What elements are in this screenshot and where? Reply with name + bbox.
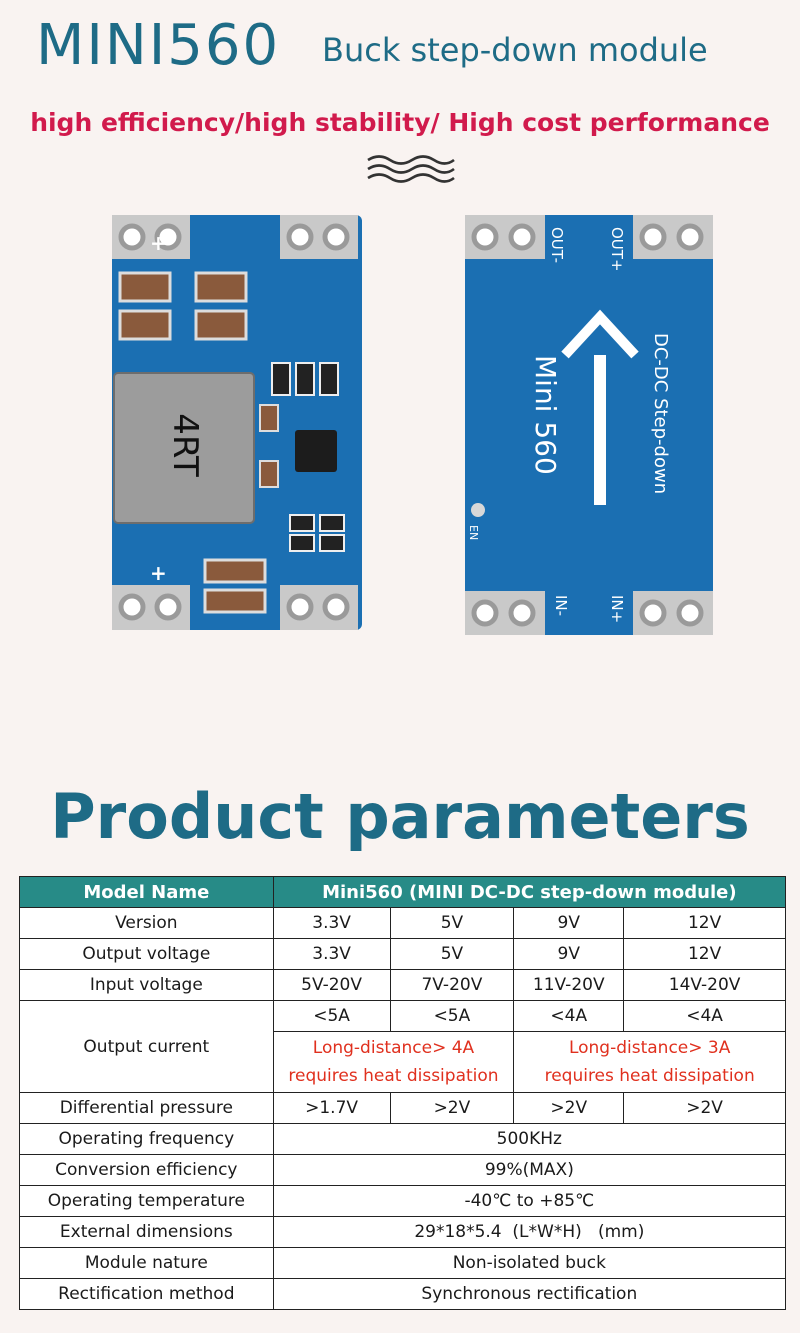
cell: 29*18*5.4 (L*W*H) (mm): [272, 1216, 787, 1248]
in-plus-label: IN+: [608, 595, 626, 623]
cell: 3.3V: [272, 938, 391, 970]
cell: 5V: [389, 907, 515, 939]
note-line: Long-distance> 3A: [568, 1038, 731, 1058]
table-row: Conversion efficiency 99%(MAX): [19, 1154, 787, 1186]
row-label: Differential pressure: [19, 1092, 274, 1124]
row-label: Output current: [19, 1000, 274, 1093]
parameters-title: Product parameters: [50, 780, 750, 853]
row-label: Operating frequency: [19, 1123, 274, 1155]
cell: -40℃ to +85℃: [272, 1185, 787, 1217]
cell: 500KHz: [272, 1123, 787, 1155]
note-line: requires heat dissipation: [544, 1066, 755, 1086]
row-label: Conversion efficiency: [19, 1154, 274, 1186]
table-row: Long-distance> 4A requires heat dissipat…: [20, 1031, 786, 1093]
table-row: Version 3.3V 5V 9V 12V: [19, 907, 786, 939]
cell: >1.7V: [272, 1092, 391, 1124]
tagline: high efficiency/high stability/ High cos…: [30, 108, 770, 137]
cell: 5V-20V: [272, 969, 391, 1001]
row-label: Rectification method: [19, 1278, 274, 1310]
cell: Non-isolated buck: [272, 1247, 787, 1279]
cell: 3.3V: [272, 907, 391, 939]
table-row: Input voltage 5V-20V 7V-20V 11V-20V 14V-…: [19, 969, 786, 1001]
cell: >2V: [389, 1092, 515, 1124]
table-row: Module nature Non-isolated buck: [19, 1247, 787, 1279]
parameters-table: Model Name Mini560 (MINI DC-DC step-down…: [19, 876, 787, 1310]
note-line: requires heat dissipation: [288, 1066, 499, 1086]
table-row: Differential pressure >1.7V >2V >2V >2V: [19, 1092, 786, 1124]
table-row: Operating temperature -40℃ to +85℃: [19, 1185, 787, 1217]
header: MINI560 Buck step-down module: [0, 0, 800, 80]
current-note-right: Long-distance> 3A requires heat dissipat…: [513, 1031, 786, 1093]
cell: 99%(MAX): [272, 1154, 787, 1186]
note-line: Long-distance> 4A: [312, 1038, 475, 1058]
cell: 11V-20V: [513, 969, 625, 1001]
current-note-left: Long-distance> 4A requires heat dissipat…: [272, 1031, 515, 1093]
en-label: EN: [467, 525, 480, 540]
module-subtitle: Buck step-down module: [322, 31, 708, 69]
row-label: Model Name: [19, 876, 274, 908]
cell: 9V: [513, 938, 625, 970]
board-desc-label: DC-DC Step-down: [650, 333, 671, 494]
wave-divider-icon: [367, 155, 455, 183]
cell: <4A: [623, 1000, 786, 1032]
table-row: External dimensions 29*18*5.4 (L*W*H) (m…: [19, 1216, 787, 1248]
cell: <5A: [272, 1000, 391, 1032]
row-label: Version: [19, 907, 274, 939]
row-label: Input voltage: [19, 969, 274, 1001]
svg-text:+: +: [150, 231, 167, 255]
svg-text:+: +: [150, 561, 167, 585]
model-name-value: Mini560 (MINI DC-DC step-down module): [272, 876, 787, 908]
table-row: Output voltage 3.3V 5V 9V 12V: [19, 938, 786, 970]
out-minus-label: OUT-: [548, 227, 566, 263]
cell: 12V: [623, 907, 786, 939]
cell: 7V-20V: [389, 969, 515, 1001]
cell: 14V-20V: [623, 969, 786, 1001]
board-back: Mini 560 DC-DC Step-down OUT- OUT+ IN- I…: [465, 215, 713, 635]
board-front: 4RT + +: [112, 215, 362, 630]
cell: 5V: [389, 938, 515, 970]
cell: <5A: [389, 1000, 515, 1032]
out-plus-label: OUT+: [608, 227, 626, 272]
row-label: Module nature: [19, 1247, 274, 1279]
model-title: MINI560: [36, 13, 281, 78]
table-row: Rectification method Synchronous rectifi…: [19, 1278, 787, 1310]
product-photo: 4RT + + Mini 560: [112, 215, 713, 635]
row-label: Operating temperature: [19, 1185, 274, 1217]
table-row: Operating frequency 500KHz: [19, 1123, 787, 1155]
table-row: Output current <5A <5A <4A <4A: [19, 1000, 786, 1093]
in-minus-label: IN-: [552, 595, 570, 616]
row-label: Output voltage: [19, 938, 274, 970]
cell: 12V: [623, 938, 786, 970]
inductor-marking: 4RT: [165, 413, 205, 477]
board-name-label: Mini 560: [529, 355, 562, 475]
cell: 9V: [513, 907, 625, 939]
cell: >2V: [513, 1092, 625, 1124]
table-row: Model Name Mini560 (MINI DC-DC step-down…: [19, 876, 787, 908]
cell: Synchronous rectification: [272, 1278, 787, 1310]
cell: <4A: [513, 1000, 625, 1032]
row-label: External dimensions: [19, 1216, 274, 1248]
cell: >2V: [623, 1092, 786, 1124]
